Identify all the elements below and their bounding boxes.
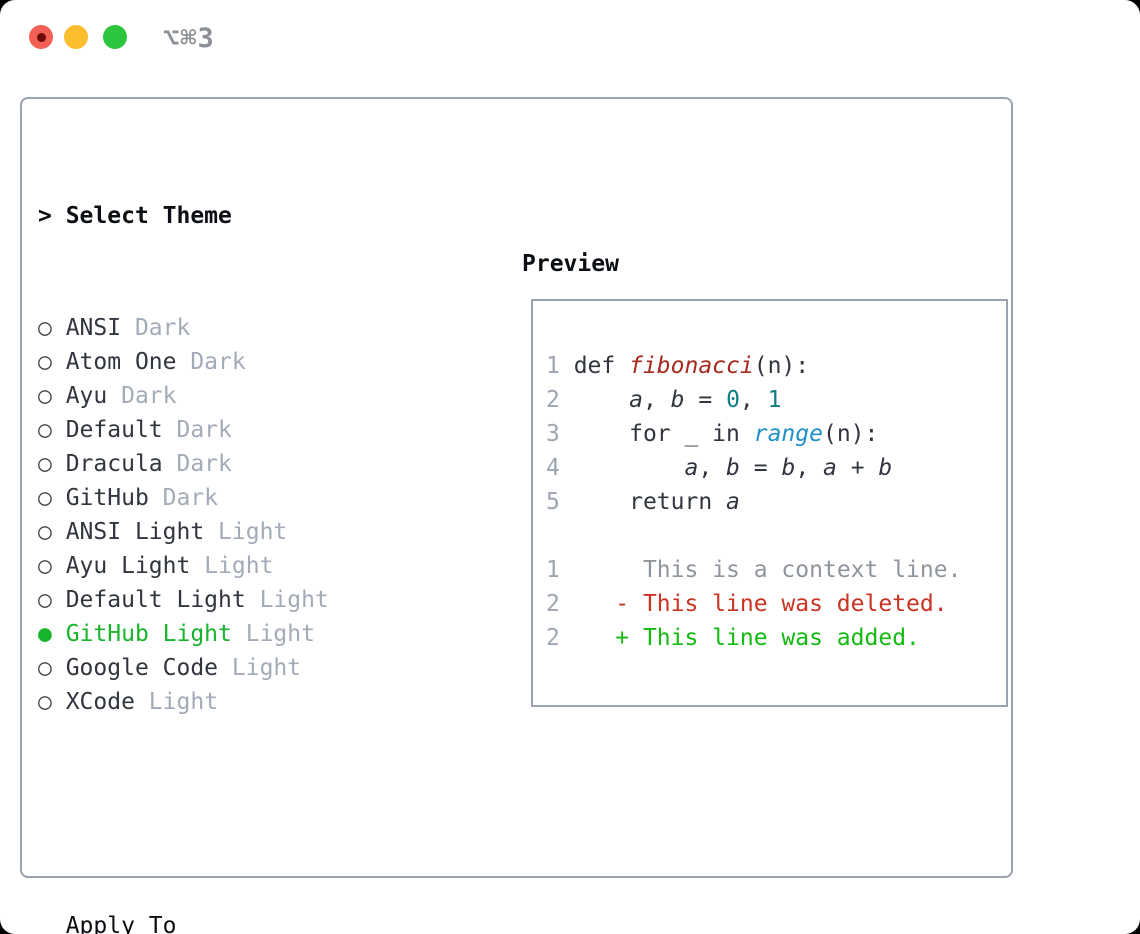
theme-option-github-light[interactable]: ● GitHub Light Light — [38, 617, 426, 651]
code-line: 1 def fibonacci(n): — [546, 353, 810, 379]
window-title-shortcut: ⌥⌘3 — [163, 23, 215, 54]
code-line: 5 return a — [546, 489, 740, 515]
cursor-prefix: > — [38, 203, 66, 229]
option-label: GitHub Light — [51, 621, 232, 647]
radio-unselected-icon: ○ — [38, 451, 52, 477]
theme-variant-tag: Dark — [148, 485, 219, 511]
option-label: ANSI Light — [51, 519, 205, 545]
theme-option-dracula[interactable]: ○ Dracula Dark — [38, 447, 426, 481]
option-label: Ayu Light — [51, 553, 191, 579]
code-line: 2 + This line was added. — [546, 625, 920, 651]
theme-option-github[interactable]: ○ GitHub Dark — [38, 481, 426, 515]
option-label: ANSI — [51, 315, 122, 341]
theme-variant-tag: Light — [134, 689, 219, 715]
theme-variant-tag: Light — [231, 621, 315, 647]
theme-option-ansi[interactable]: ○ ANSI Dark — [38, 311, 426, 345]
code-line — [546, 519, 1006, 553]
option-label: Dracula — [51, 451, 163, 477]
radio-unselected-icon: ○ — [38, 655, 52, 681]
theme-variant-tag: Light — [190, 553, 274, 579]
option-label: XCode — [51, 689, 135, 715]
title-bar: ⌥⌘3 — [0, 0, 1140, 75]
theme-variant-tag: Dark — [121, 315, 191, 341]
minimize-button[interactable] — [64, 25, 88, 49]
theme-option-xcode[interactable]: ○ XCode Light — [38, 685, 426, 719]
option-label: Ayu — [51, 383, 108, 409]
theme-variant-tag: Dark — [107, 383, 177, 409]
radio-selected-icon: ● — [38, 621, 52, 647]
theme-list: ○ ANSI Dark○ Atom One Dark○ Ayu Dark○ De… — [38, 311, 426, 719]
theme-option-default[interactable]: ○ Default Dark — [38, 413, 426, 447]
theme-option-ansi-light[interactable]: ○ ANSI Light Light — [38, 515, 426, 549]
theme-option-default-light[interactable]: ○ Default Light Light — [38, 583, 426, 617]
code-line: 2 a, b = 0, 1 — [546, 387, 782, 413]
theme-dialog-panel: > Select Theme ○ ANSI Dark○ Atom One Dar… — [20, 97, 1013, 934]
theme-variant-tag: Dark — [162, 417, 232, 443]
spacer-row — [38, 797, 426, 831]
theme-option-ayu[interactable]: ○ Ayu Dark — [38, 379, 426, 413]
theme-variant-tag: Light — [245, 587, 329, 613]
close-button[interactable] — [29, 25, 53, 49]
zoom-button[interactable] — [103, 25, 127, 49]
preview-header: Preview — [522, 251, 619, 277]
radio-unselected-icon: ○ — [38, 485, 52, 511]
theme-variant-tag: Light — [218, 655, 302, 681]
preview-box: 1 def fibonacci(n): 2 a, b = 0, 1 3 for _ … — [531, 299, 1008, 707]
theme-option-google-code[interactable]: ○ Google Code Light — [38, 651, 426, 685]
radio-unselected-icon: ○ — [38, 519, 52, 545]
theme-variant-tag: Light — [204, 519, 288, 545]
code-line: 4 a, b = b, a + b — [546, 455, 893, 481]
option-label: Google Code — [51, 655, 219, 681]
select-theme-header: > Select Theme — [38, 199, 426, 233]
code-line: 3 for _ in range(n): — [546, 421, 879, 447]
option-label: Default Light — [51, 587, 246, 613]
option-label: GitHub — [51, 485, 149, 511]
theme-variant-tag: Dark — [162, 451, 232, 477]
unsaved-dot-icon — [36, 32, 46, 42]
code-preview: 1 def fibonacci(n): 2 a, b = 0, 1 3 for _ … — [533, 301, 1006, 655]
radio-unselected-icon: ○ — [38, 417, 52, 443]
radio-unselected-icon: ○ — [38, 587, 52, 613]
option-label: Atom One — [51, 349, 177, 375]
code-line: 2 - This line was deleted. — [546, 591, 948, 617]
radio-unselected-icon: ○ — [38, 689, 52, 715]
radio-unselected-icon: ○ — [38, 383, 52, 409]
theme-option-ayu-light[interactable]: ○ Ayu Light Light — [38, 549, 426, 583]
radio-unselected-icon: ○ — [38, 553, 52, 579]
theme-option-atom-one[interactable]: ○ Atom One Dark — [38, 345, 426, 379]
code-line: 1 This is a context line. — [546, 557, 962, 583]
select-theme-title: Select Theme — [65, 203, 232, 229]
option-label: Default — [51, 417, 163, 443]
radio-unselected-icon: ○ — [38, 349, 52, 375]
apply-to-header: Apply To — [65, 913, 177, 934]
radio-unselected-icon: ○ — [38, 315, 52, 341]
theme-variant-tag: Dark — [176, 349, 246, 375]
theme-selector-pane: > Select Theme ○ ANSI Dark○ Atom One Dar… — [38, 147, 426, 934]
